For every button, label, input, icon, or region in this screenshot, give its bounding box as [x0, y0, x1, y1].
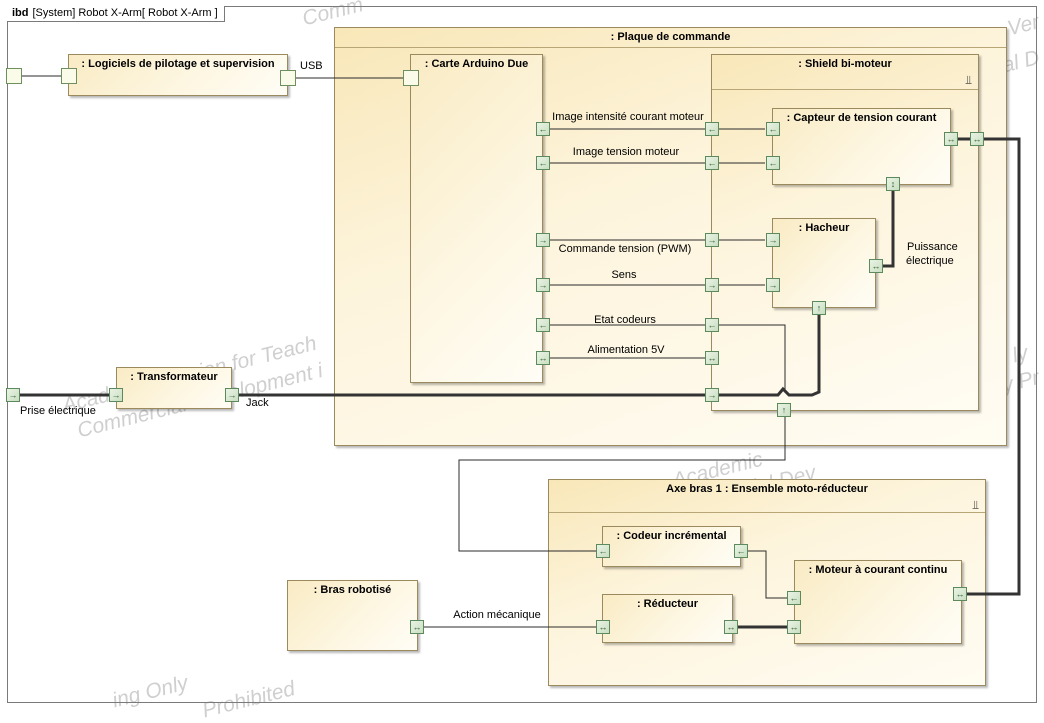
wire-puissance[interactable]	[883, 189, 895, 268]
port-hacheur-jack[interactable]: ↑	[812, 301, 826, 315]
block-moteur-title: : Moteur à courant continu	[808, 564, 948, 576]
port-shield-jack[interactable]: →	[705, 388, 719, 402]
block-shield-compartment	[712, 89, 978, 90]
port-shield-codeurs[interactable]: ←	[705, 318, 719, 332]
port-arduino-5v[interactable]: ↔	[536, 351, 550, 365]
wire-shield-to-moteur[interactable]	[967, 137, 1021, 596]
block-logiciels-title: : Logiciels de pilotage et supervision	[81, 58, 275, 70]
diagram-frame	[7, 6, 1037, 703]
block-codeur-title: : Codeur incrémental	[616, 530, 727, 542]
port-transformateur-jack[interactable]: →	[225, 388, 239, 402]
port-arduino-tension[interactable]: ←	[536, 156, 550, 170]
port-arduino-courant[interactable]: ←	[536, 122, 550, 136]
wire-etat-codeurs[interactable]	[549, 324, 786, 392]
port-hacheur-puissance[interactable]: ↔	[869, 259, 883, 273]
label-etat-codeurs: Etat codeurs	[594, 314, 656, 326]
label-usb: USB	[300, 60, 323, 72]
port-shield-courant[interactable]: ←	[705, 122, 719, 136]
port-hacheur-pwm[interactable]: →	[766, 233, 780, 247]
label-commande-pwm: Commande tension (PWM)	[558, 243, 692, 255]
frame-title: [System] Robot X-Arm[ Robot X-Arm ]	[32, 7, 218, 19]
port-moteur-alim[interactable]: ↔	[953, 587, 967, 601]
port-hacheur-sens[interactable]: →	[766, 278, 780, 292]
label-action-mecanique: Action mécanique	[453, 609, 541, 621]
port-reducteur-out[interactable]: ↔	[724, 620, 738, 634]
port-arduino-pwm[interactable]: →	[536, 233, 550, 247]
frame-kind: ibd	[12, 7, 29, 19]
block-carte-arduino-due[interactable]: : Carte Arduino Due	[410, 54, 543, 383]
port-codeur-out[interactable]: ←	[596, 544, 610, 558]
block-plaque-compartment	[335, 47, 1006, 48]
block-capteur-tension-courant[interactable]: : Capteur de tension courant	[772, 108, 951, 185]
block-reducteur[interactable]: : Réducteur	[602, 594, 733, 643]
port-shield-5v[interactable]: ↔	[705, 351, 719, 365]
port-bras-out[interactable]: ↔	[410, 620, 424, 634]
port-codeur-in[interactable]: ←	[734, 544, 748, 558]
block-axe-title: Axe bras 1 : Ensemble moto-réducteur	[666, 483, 868, 495]
port-capteur-courant[interactable]: ←	[766, 122, 780, 136]
port-capteur-puissance[interactable]: ↕	[886, 177, 900, 191]
port-shield-moteur-out[interactable]: ↔	[970, 132, 984, 146]
block-moteur-courant-continu[interactable]: : Moteur à courant continu	[794, 560, 962, 644]
port-arduino-usb[interactable]	[403, 70, 419, 86]
label-image-courant: Image intensité courant moteur	[552, 111, 704, 123]
port-frame-left[interactable]	[6, 68, 22, 84]
port-frame-prise[interactable]: →	[6, 388, 20, 402]
block-transformateur[interactable]: : Transformateur	[116, 367, 232, 409]
block-axe-compartment	[549, 512, 985, 513]
block-capteur-title: : Capteur de tension courant	[786, 112, 937, 124]
port-capteur-out[interactable]: ↔	[944, 132, 958, 146]
port-shield-codeur-in[interactable]: ↑	[777, 403, 791, 417]
port-arduino-sens[interactable]: →	[536, 278, 550, 292]
wire-codeur-moteur[interactable]	[741, 550, 787, 599]
block-shield-title: : Shield bi-moteur	[798, 58, 892, 70]
port-arduino-codeurs[interactable]: ←	[536, 318, 550, 332]
decomposition-icon: ⫫	[965, 73, 972, 87]
block-bras-robotise[interactable]: : Bras robotisé	[287, 580, 418, 651]
port-reducteur-in[interactable]: ↔	[596, 620, 610, 634]
port-moteur-codeur[interactable]: ←	[787, 591, 801, 605]
port-transformateur-in[interactable]: →	[109, 388, 123, 402]
block-hacheur-title: : Hacheur	[798, 222, 850, 234]
label-puissance: Puissance	[907, 241, 958, 253]
port-logiciels-usb[interactable]	[280, 70, 296, 86]
port-shield-pwm[interactable]: →	[705, 233, 719, 247]
block-transformateur-title: : Transformateur	[130, 371, 218, 383]
port-shield-sens[interactable]: →	[705, 278, 719, 292]
block-bras-title: : Bras robotisé	[313, 584, 392, 596]
port-moteur-reducteur[interactable]: ↔	[787, 620, 801, 634]
label-electrique: électrique	[906, 255, 954, 267]
decomposition-icon: ⫫	[972, 498, 979, 512]
label-image-tension: Image tension moteur	[572, 146, 680, 158]
port-shield-tension[interactable]: ←	[705, 156, 719, 170]
label-alim-5v: Alimentation 5V	[587, 344, 665, 356]
wire-codeur-to-shield[interactable]	[458, 416, 786, 552]
block-hacheur[interactable]: : Hacheur	[772, 218, 876, 308]
label-jack: Jack	[246, 397, 269, 409]
port-capteur-tension[interactable]: ←	[766, 156, 780, 170]
diagram-frame-header: ibd[System] Robot X-Arm[ Robot X-Arm ]	[7, 6, 225, 22]
wire-jack[interactable]	[239, 309, 821, 397]
block-reducteur-title: : Réducteur	[636, 598, 699, 610]
label-prise-electrique: Prise électrique	[20, 405, 96, 417]
port-logiciels-left[interactable]	[61, 68, 77, 84]
block-plaque-title: : Plaque de commande	[610, 31, 731, 43]
label-sens: Sens	[611, 269, 637, 281]
block-arduino-title: : Carte Arduino Due	[424, 58, 529, 70]
